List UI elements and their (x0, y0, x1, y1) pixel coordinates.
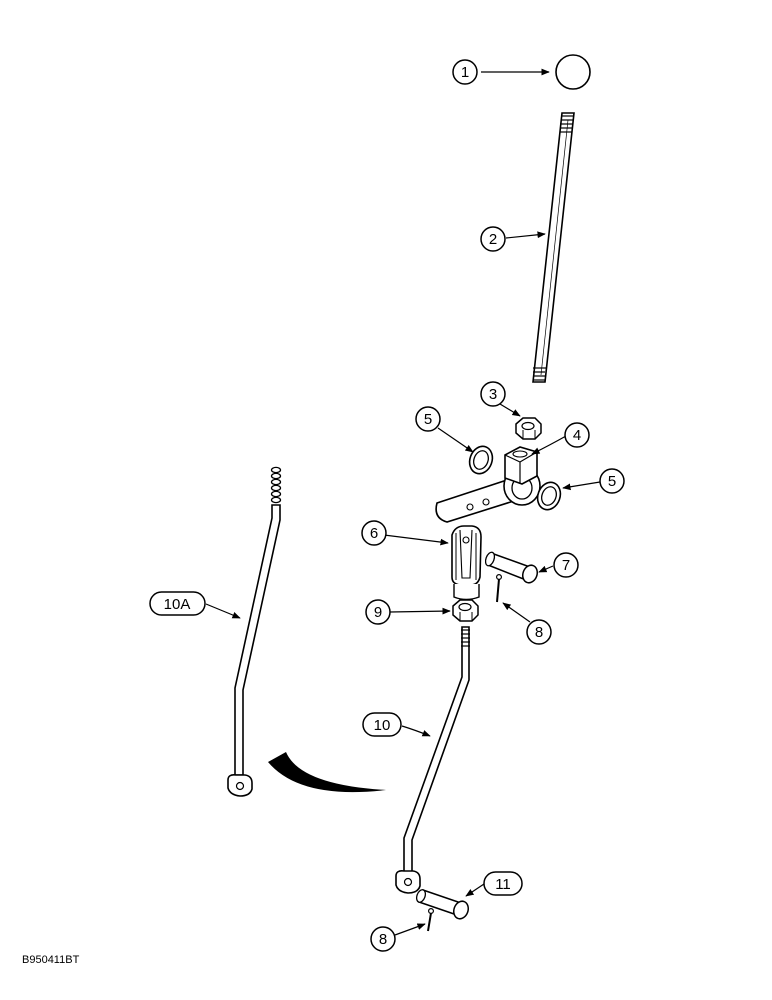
svg-text:7: 7 (562, 557, 570, 574)
svg-text:11: 11 (495, 876, 511, 893)
part-control-rod (395, 626, 470, 894)
part-washer-left (468, 445, 494, 475)
svg-text:10: 10 (374, 717, 391, 734)
part-nut-lower (452, 599, 479, 622)
svg-text:5: 5 (424, 411, 432, 428)
part-nut-upper (515, 417, 542, 440)
callout-11: 11 (483, 871, 523, 896)
part-clevis-pin-upper (484, 551, 539, 584)
part-lever (435, 446, 541, 523)
callout-10: 10 (362, 712, 402, 737)
callout-10a: 10A (149, 591, 206, 616)
callout-5-right: 5 (599, 468, 625, 494)
callout-6: 6 (361, 520, 387, 546)
swoosh-arrow-icon (268, 752, 386, 793)
part-cotter-pin-upper (496, 573, 503, 603)
part-control-rod-alternate (227, 466, 282, 797)
image-code: B950411BT (22, 954, 80, 966)
part-shift-rod (532, 112, 575, 383)
callout-9: 9 (365, 599, 391, 625)
leader-lines (205, 68, 601, 936)
callout-8-lower: 8 (370, 926, 396, 952)
svg-text:9: 9 (374, 604, 382, 621)
part-washer-right (536, 481, 562, 511)
svg-text:1: 1 (461, 64, 469, 81)
callout-3: 3 (480, 381, 506, 407)
part-clevis-pin-lower (415, 889, 470, 920)
svg-text:2: 2 (489, 231, 497, 248)
callout-5-left: 5 (415, 406, 441, 432)
svg-text:8: 8 (535, 624, 543, 641)
svg-text:4: 4 (573, 427, 581, 444)
callout-2: 2 (480, 226, 506, 252)
svg-text:6: 6 (370, 525, 378, 542)
callout-7: 7 (553, 552, 579, 578)
part-knob (555, 54, 591, 90)
svg-text:5: 5 (608, 473, 616, 490)
callout-4: 4 (564, 422, 590, 448)
part-clevis (451, 525, 482, 601)
part-cotter-pin-lower (427, 907, 435, 932)
svg-text:10A: 10A (164, 596, 191, 613)
callout-8-upper: 8 (526, 619, 552, 645)
svg-text:8: 8 (379, 931, 387, 948)
callout-1: 1 (452, 59, 478, 85)
svg-text:3: 3 (489, 386, 497, 403)
